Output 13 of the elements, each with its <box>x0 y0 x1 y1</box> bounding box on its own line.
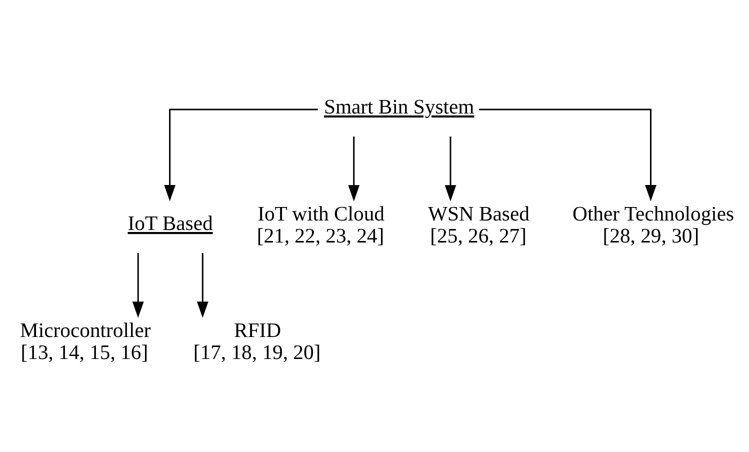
arrow <box>348 136 360 202</box>
arrow <box>444 136 456 202</box>
node-text: RFID [17, 18, 19, 20] <box>193 320 321 364</box>
arrow <box>164 108 318 202</box>
node-text: IoT Based <box>128 212 213 235</box>
arrow <box>479 108 656 202</box>
node-text: WSN Based [25, 26, 27] <box>428 203 530 248</box>
arrow <box>196 253 208 318</box>
node-text: IoT with Cloud [21, 22, 23, 24] <box>256 203 385 248</box>
node-text: Other Technologies [28, 29, 30] <box>572 203 734 248</box>
node-text: Microcontroller [13, 14, 15, 16] <box>20 320 151 364</box>
arrow <box>132 253 144 318</box>
node-text: Smart Bin System <box>324 96 474 118</box>
